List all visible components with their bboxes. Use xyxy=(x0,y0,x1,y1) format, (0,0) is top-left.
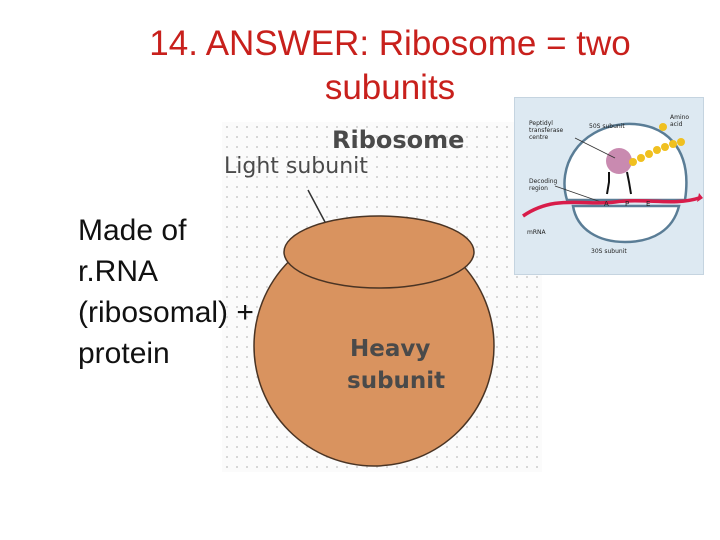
amino-acid-label-line: acid xyxy=(670,121,683,128)
amino-acid-bead xyxy=(629,158,637,166)
body-line-4: protein xyxy=(78,337,170,370)
mrna-strand xyxy=(522,196,700,218)
title-line-2: subunits xyxy=(324,68,456,107)
mrna-arrowhead xyxy=(697,193,703,202)
title-line-1: 14. ANSWER: Ribosome = two xyxy=(149,24,631,63)
peptidyl-label: Peptidyl transferase centre xyxy=(529,120,563,141)
peptidyl-centre-shape xyxy=(606,148,632,174)
peptidyl-pointer xyxy=(574,137,616,159)
amino-acid-bead xyxy=(677,138,685,146)
light-subunit-shape xyxy=(283,215,475,289)
amino-acid-label-line: Amino xyxy=(670,114,690,121)
trna-p-site xyxy=(626,171,632,195)
large-subunit-label: 50S subunit xyxy=(589,123,625,130)
slide-title: 14. ANSWER: Ribosome = two subunits xyxy=(100,22,680,110)
peptidyl-label-line: transferase xyxy=(529,127,564,134)
peptidyl-label-line: Peptidyl xyxy=(529,120,553,127)
decoding-pointer xyxy=(554,185,602,203)
site-label-p: P xyxy=(625,200,630,208)
mrna-label: mRNA xyxy=(527,229,546,236)
trna-a-site xyxy=(606,172,610,195)
ribosome-inset-diagram: Peptidyl transferase centre 50S subunit … xyxy=(514,97,704,275)
amino-acid-bead xyxy=(637,154,645,162)
body-text: Made of r.RNA (ribosomal) + protein xyxy=(78,210,254,374)
light-subunit-label: Light subunit xyxy=(224,154,368,179)
small-subunit-shape xyxy=(571,204,681,244)
body-line-3: (ribosomal) + xyxy=(78,296,254,329)
heavy-subunit-label-line1: Heavy xyxy=(350,336,431,362)
peptidyl-label-line: centre xyxy=(529,134,549,141)
site-label-e: E xyxy=(646,200,651,208)
site-label-a: A xyxy=(604,200,609,208)
ribosome-figure: Ribosome Light subunit Heavy subunit xyxy=(222,122,542,472)
body-line-2: r.RNA xyxy=(78,255,159,288)
amino-acid-bead xyxy=(661,143,669,151)
body-line-1: Made of xyxy=(78,214,187,247)
ribosome-drawing xyxy=(253,189,495,467)
decoding-label: Decoding region xyxy=(529,178,557,192)
amino-acid-bead xyxy=(669,140,677,148)
inset-drawing xyxy=(522,122,703,244)
amino-legend-dot xyxy=(659,123,667,131)
figure-heading: Ribosome xyxy=(332,126,465,154)
decoding-label-line: region xyxy=(529,185,548,192)
amino-acid-bead xyxy=(645,150,653,158)
amino-acid-label: Amino acid xyxy=(670,114,689,128)
decoding-label-line: Decoding xyxy=(529,178,558,185)
amino-acid-bead xyxy=(653,146,661,154)
small-subunit-label: 30S subunit xyxy=(591,248,627,255)
light-subunit-pointer xyxy=(307,189,326,223)
heavy-subunit-label-line2: subunit xyxy=(347,368,446,394)
